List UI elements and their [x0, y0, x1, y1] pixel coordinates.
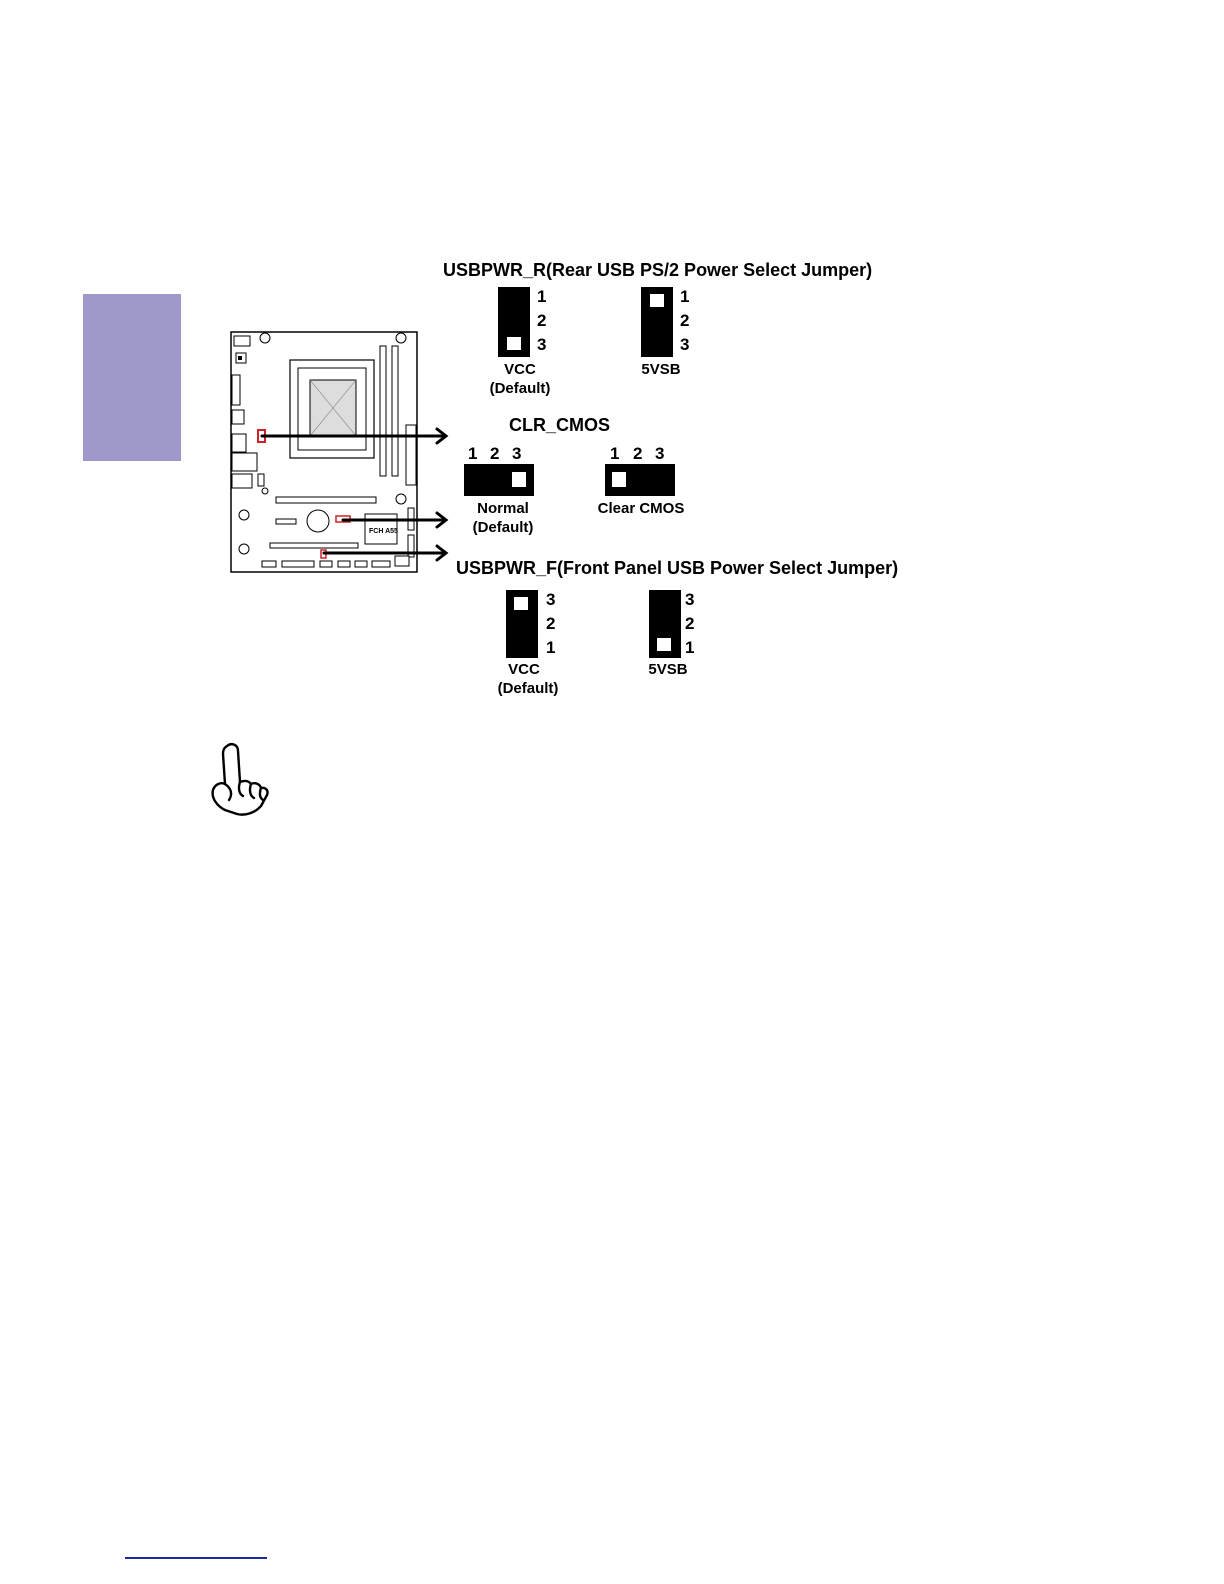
- usbpwr-f-5vsb-pin-1: 1: [685, 638, 694, 658]
- usbpwr-r-vcc-default: (Default): [470, 380, 570, 397]
- usbpwr-f-vcc-caption: VCC: [474, 661, 574, 678]
- usbpwr-r-5vsb-pin-1: 1: [680, 287, 689, 307]
- usbpwr-f-vcc-pin-2: 2: [546, 614, 555, 634]
- usbpwr-r-vcc-pin-2: 2: [537, 311, 546, 331]
- usbpwr-r-title: USBPWR_R(Rear USB PS/2 Power Select Jump…: [443, 260, 872, 281]
- clr-cmos-title: CLR_CMOS: [509, 415, 610, 436]
- usbpwr-r-vcc-pin-1: 1: [537, 287, 546, 307]
- pointing-hand-icon: [205, 740, 271, 818]
- clr-cmos-normal-pin-2: 2: [490, 444, 499, 464]
- usbpwr-f-5vsb-pin-3: 3: [685, 590, 694, 610]
- clr-cmos-normal-pin-3: 3: [512, 444, 521, 464]
- usbpwr-r-5vsb-pin-2: 2: [680, 311, 689, 331]
- clr-cmos-clear-pin-3: 3: [655, 444, 664, 464]
- usbpwr-r-vcc-pin-3: 3: [537, 335, 546, 355]
- clr-cmos-clear-pin-1: 1: [610, 444, 619, 464]
- usbpwr-r-vcc-caption: VCC: [470, 361, 570, 378]
- usbpwr-f-5vsb-caption: 5VSB: [618, 661, 718, 678]
- usbpwr-f-vcc-pin-1: 1: [546, 638, 555, 658]
- chipset-label: FCH A55: [369, 528, 398, 535]
- usbpwr-f-title: USBPWR_F(Front Panel USB Power Select Ju…: [456, 558, 898, 579]
- usbpwr-f-vcc-default: (Default): [478, 680, 578, 697]
- clr-cmos-clear-caption: Clear CMOS: [586, 500, 696, 517]
- clr-cmos-normal-pin-1: 1: [468, 444, 477, 464]
- usbpwr-f-5vsb-pin-2: 2: [685, 614, 694, 634]
- clr-cmos-normal-default: (Default): [453, 519, 553, 536]
- clr-cmos-clear-pin-2: 2: [633, 444, 642, 464]
- usbpwr-f-vcc-pin-3: 3: [546, 590, 555, 610]
- usbpwr-r-5vsb-caption: 5VSB: [611, 361, 711, 378]
- usbpwr-r-5vsb-pin-3: 3: [680, 335, 689, 355]
- clr-cmos-normal-caption: Normal: [453, 500, 553, 517]
- footer-rule: [125, 1557, 267, 1559]
